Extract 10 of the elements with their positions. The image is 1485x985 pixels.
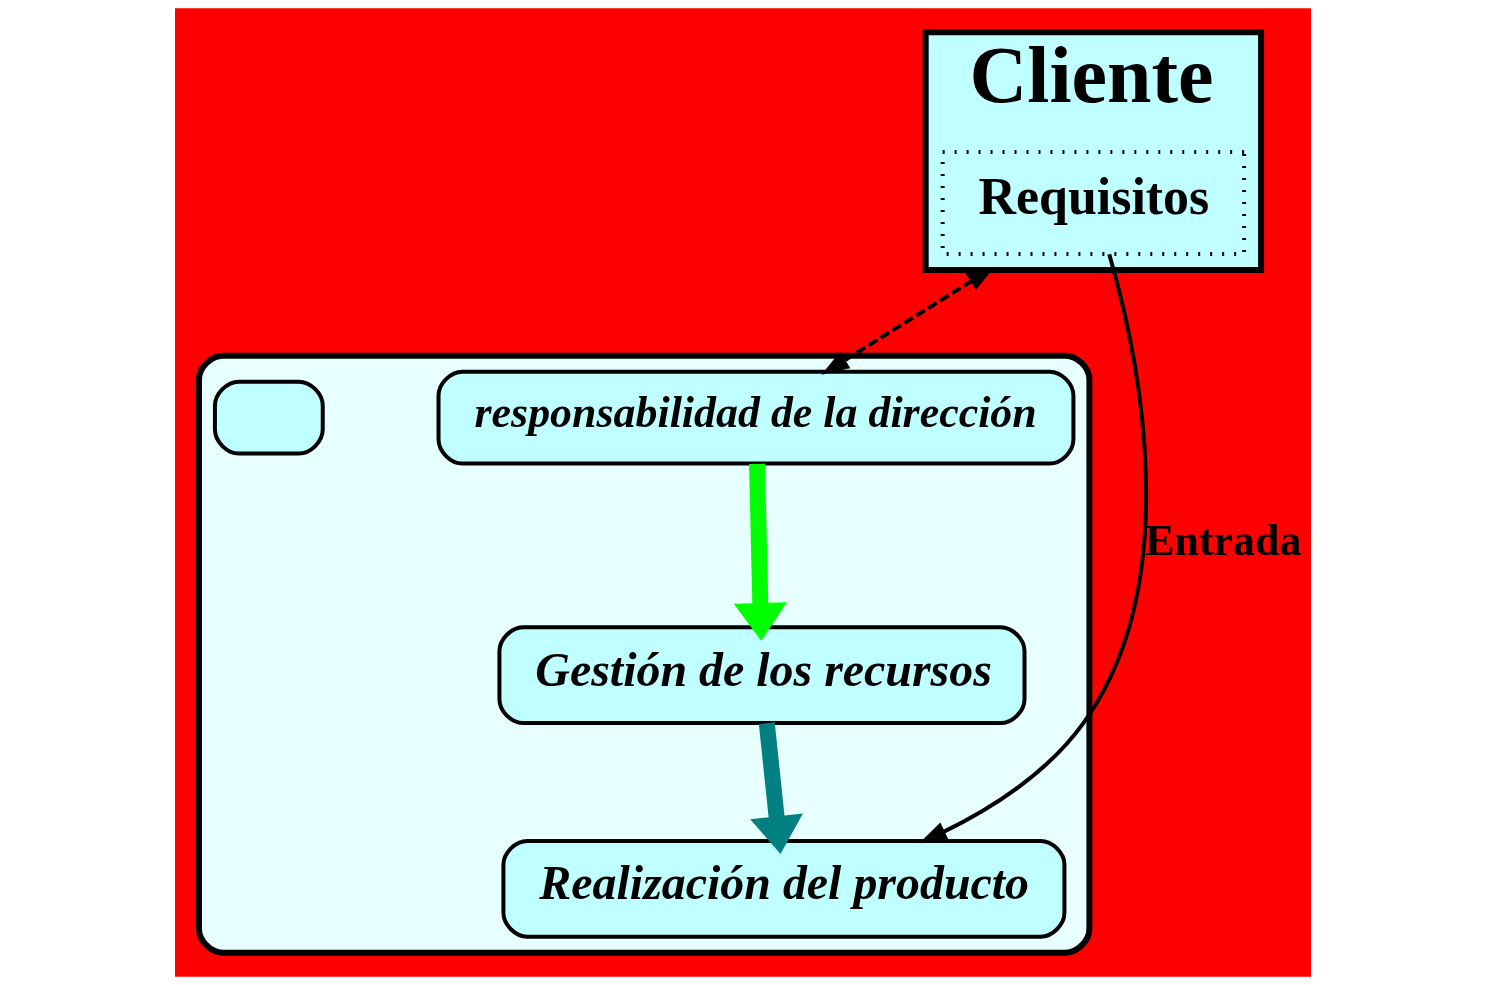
arrow: [749, 722, 803, 855]
node-box: Realización del producto: [500, 838, 1066, 939]
node-box: responsabilidad de la dirección: [436, 369, 1075, 466]
node-box: Requisitos: [940, 150, 1246, 256]
node-box: [212, 379, 325, 456]
arrow: [918, 253, 1148, 844]
arrow: [820, 266, 995, 375]
node-box: Gestión de los recursos: [496, 625, 1026, 726]
edge-label: Entrada: [1144, 515, 1301, 565]
arrow: [733, 463, 787, 641]
